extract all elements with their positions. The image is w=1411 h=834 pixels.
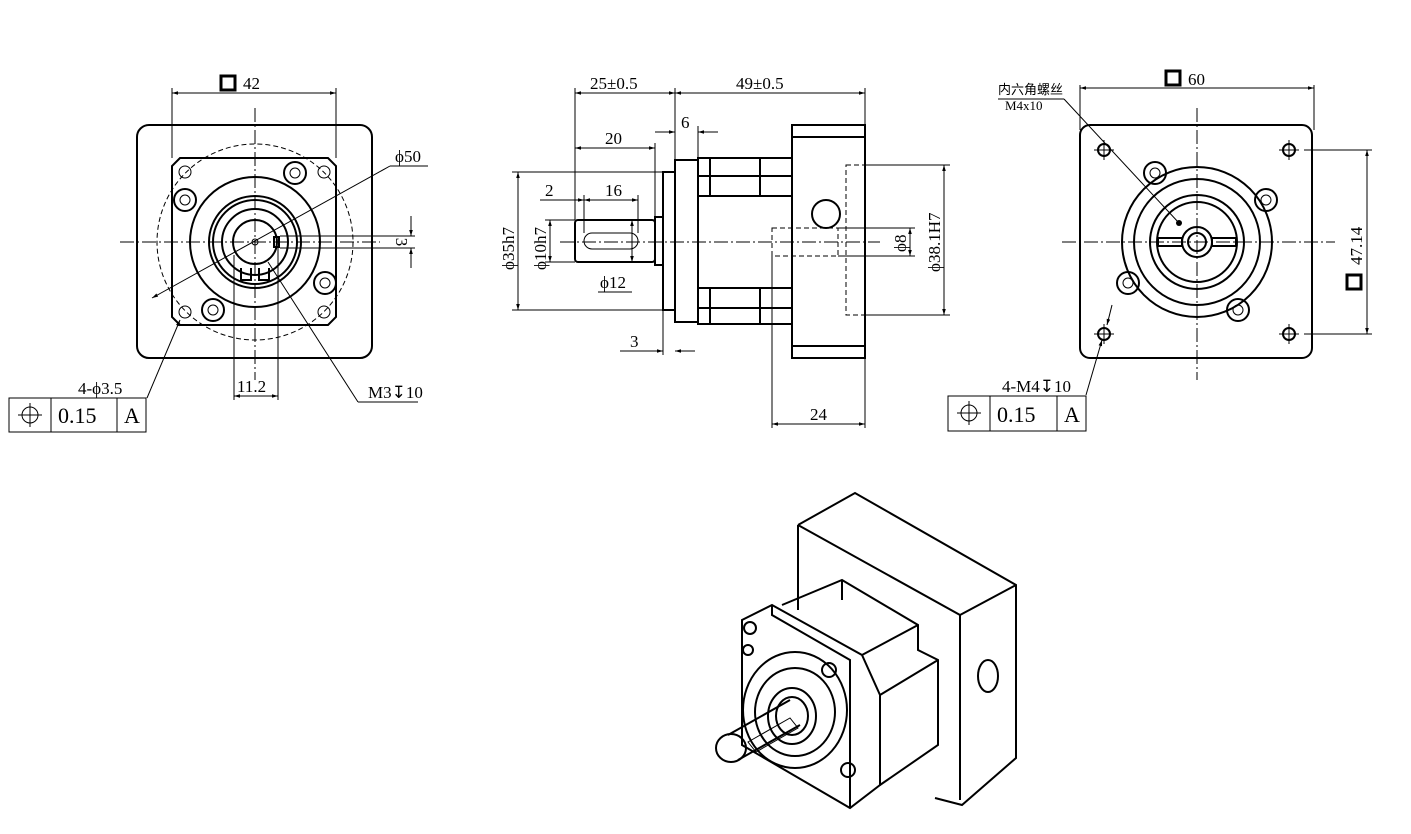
shaft-length-dim: 25±0.5: [590, 74, 638, 93]
position-tolerance-frame-front: 0.15 A: [8, 397, 147, 433]
threaded-holes: [1094, 140, 1299, 344]
front-hole-note: 4-ϕ3.5: [78, 379, 122, 398]
flange-gap-dim: 6: [681, 113, 690, 132]
mounting-screws: [173, 161, 337, 322]
svg-text:0.15: 0.15: [58, 403, 97, 428]
rear-square-dim: 60: [1188, 70, 1205, 89]
key-offset-dim: 2: [545, 181, 554, 200]
svg-text:A: A: [1064, 402, 1080, 427]
hole-spacing-dim: 47.14: [1347, 226, 1366, 265]
rear-hole-note: 4-M4↧10: [1002, 377, 1071, 396]
body-length-dim: 49±0.5: [736, 74, 784, 93]
pilot-circle-dim: ϕ50: [395, 147, 421, 166]
screw-spec: M4x10: [1005, 98, 1043, 113]
front-view: 42 ϕ50 3 11.2 M3↧10 4-ϕ3.5 0.15 A: [8, 74, 428, 433]
screw-label: 内六角螺丝: [998, 82, 1063, 97]
side-view: 25±0.5 49±0.5 20 6 2 16 ϕ35h7 ϕ10h7 ϕ12 …: [499, 74, 950, 428]
front-square-dim: 42: [243, 74, 260, 93]
shaft-offset-dim: 11.2: [237, 377, 266, 396]
input-bore-dim: ϕ8: [891, 235, 910, 252]
input-recess-dim: ϕ38.1H7: [925, 212, 944, 272]
through-holes: [178, 165, 331, 319]
rear-view: 60 内六角螺丝 M4x10 47.14 4-M4↧10 0.15 A: [947, 69, 1372, 432]
rear-screws: [1116, 161, 1278, 322]
key-width-dim: 3: [392, 238, 411, 247]
flange-thickness-dim: 3: [630, 332, 639, 351]
pilot-dia-dim: ϕ35h7: [499, 227, 518, 270]
input-depth-dim: 24: [810, 405, 828, 424]
svg-text:A: A: [124, 403, 140, 428]
position-tolerance-frame-rear: 0.15 A: [947, 395, 1087, 432]
collar-dia-dim: ϕ12: [600, 273, 626, 292]
key-length-dim: 20: [605, 129, 622, 148]
shaft-dia-dim: ϕ10h7: [531, 227, 550, 270]
svg-text:0.15: 0.15: [997, 402, 1036, 427]
key-slot-dim: 16: [605, 181, 622, 200]
thread-note: M3↧10: [368, 383, 423, 402]
isometric-view: [715, 491, 1017, 810]
